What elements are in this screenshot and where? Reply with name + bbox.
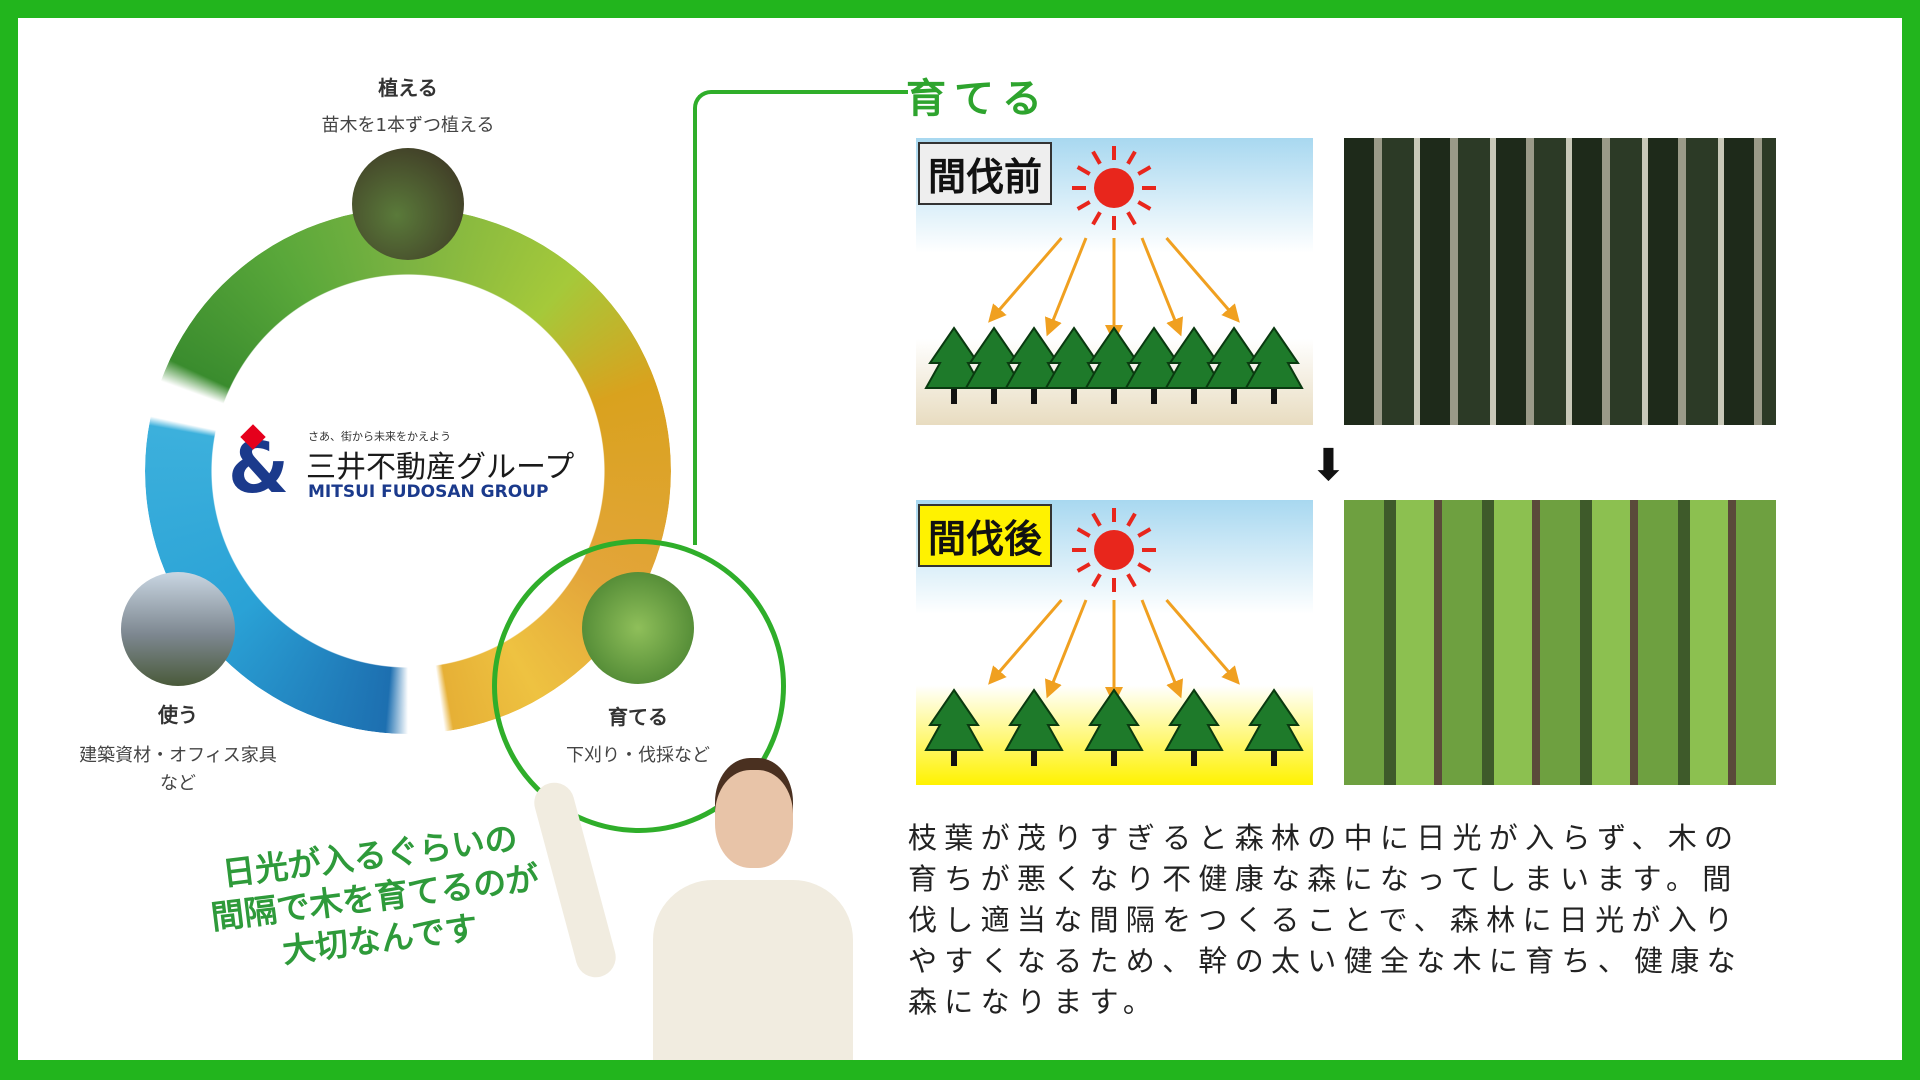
explanation-line: 育ちが悪くなり不健康な森になってしまいます。間	[908, 862, 1739, 896]
company-logo: & さあ、街から未来をかえよう 三井不動産グループ MITSUI FUDOSAN…	[228, 424, 598, 508]
tree-icon	[1164, 688, 1224, 766]
tree-icon	[1084, 326, 1144, 404]
tree-icon	[1004, 326, 1064, 404]
tree-icon	[1204, 326, 1264, 404]
presenter-arm	[529, 778, 621, 982]
sunlight-arrow	[1165, 237, 1240, 323]
sunlight-arrow	[988, 237, 1063, 323]
tree-icon	[1084, 688, 1144, 766]
sunlight-arrow	[1044, 599, 1088, 699]
before-tag: 間伐前	[918, 142, 1053, 205]
tree-icon	[1164, 326, 1224, 404]
explanation-line: 森になります。	[908, 985, 1160, 1019]
after-thinning-diagram: 間伐後	[916, 500, 1313, 785]
plant-label: 植える	[378, 76, 438, 100]
explanation-line: 伐し適当な間隔をつくることで、森林に日光が入り	[908, 903, 1741, 937]
use-sub: 建築資材・オフィス家具	[79, 745, 277, 766]
use-sub2: など	[160, 773, 196, 794]
after-tag: 間伐後	[918, 504, 1053, 567]
section-heading: 育てる	[906, 76, 1050, 122]
explanation-line: 枝葉が茂りすぎると森林の中に日光が入らず、木の	[908, 821, 1741, 855]
tree-icon	[924, 326, 984, 404]
tree-icon	[1244, 326, 1304, 404]
presenter-photo	[529, 770, 855, 1060]
sunlight-arrow	[988, 599, 1063, 685]
logo-name-en: MITSUI FUDOSAN GROUP	[308, 482, 549, 502]
plant-sub: 苗木を1本ずつ植える	[321, 115, 495, 136]
tree-icon	[1244, 688, 1304, 766]
sunlight-arrow	[1140, 599, 1184, 699]
sunlight-arrow	[1165, 599, 1240, 685]
after-thinning-photo	[1344, 500, 1776, 785]
tree-icon	[1044, 326, 1104, 404]
logo-tagline: さあ、街から未来をかえよう	[308, 430, 451, 443]
before-thinning-diagram: 間伐前	[916, 138, 1313, 425]
tree-icon	[924, 688, 984, 766]
grow-highlight-circle	[492, 539, 786, 833]
down-arrow-icon: ⬇	[1310, 440, 1347, 491]
sunlight-arrow	[1140, 237, 1184, 337]
use-label: 使う	[158, 703, 198, 727]
sunlight-arrow	[1044, 237, 1088, 337]
sun-icon	[1072, 146, 1156, 230]
presenter-body	[653, 880, 853, 1060]
tree-icon	[964, 326, 1024, 404]
explanation-text: 枝葉が茂りすぎると森林の中に日光が入らず、木の 育ちが悪くなり不健康な森になって…	[908, 818, 1743, 1023]
tree-icon	[1124, 326, 1184, 404]
presenter-head	[715, 770, 793, 868]
logo-name-ja: 三井不動産グループ	[306, 450, 575, 485]
sun-icon	[1072, 508, 1156, 592]
explanation-line: やすくなるため、幹の太い健全な木に育ち、健康な	[908, 944, 1743, 978]
before-thinning-photo	[1344, 138, 1776, 425]
connector-line	[693, 90, 908, 545]
building-photo	[121, 572, 235, 686]
planting-photo	[352, 148, 464, 260]
tree-icon	[1004, 688, 1064, 766]
